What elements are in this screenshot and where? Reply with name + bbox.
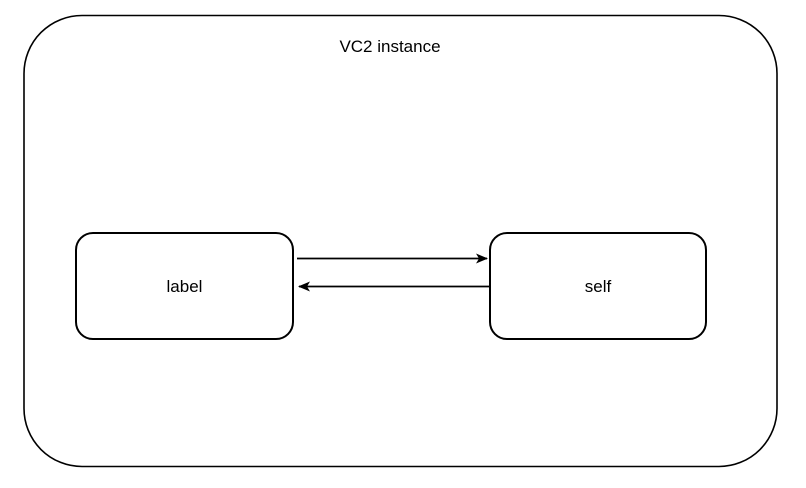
- container-title: VC2 instance: [339, 37, 440, 56]
- label-node: [75, 232, 294, 340]
- label-node-text: label: [167, 277, 203, 296]
- vc2-instance-container: [23, 14, 778, 468]
- self-node-text: self: [585, 277, 612, 296]
